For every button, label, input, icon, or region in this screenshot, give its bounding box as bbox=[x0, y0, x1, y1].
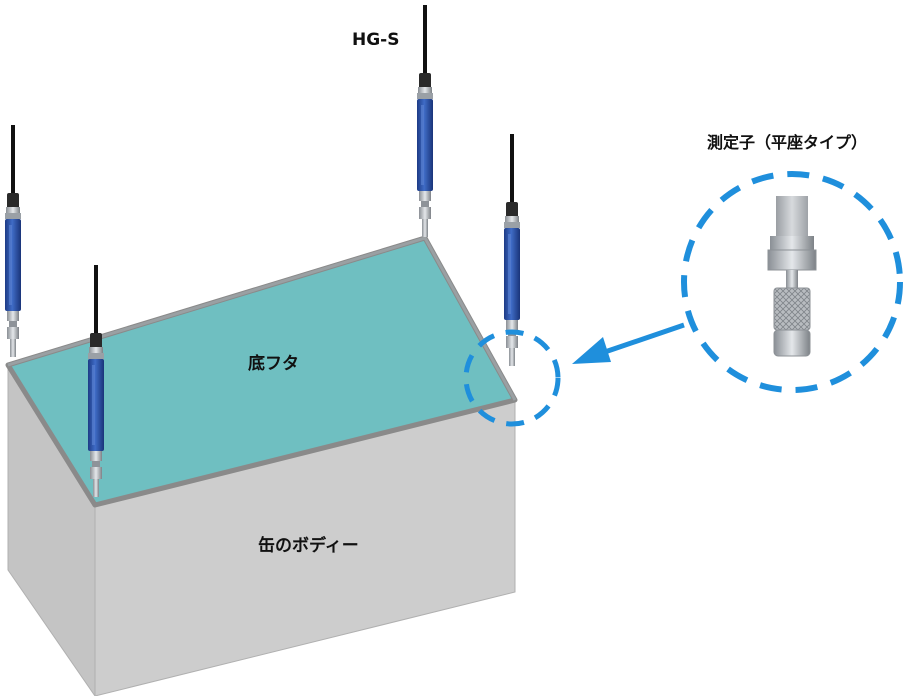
sensor-model-label: HG-S bbox=[352, 30, 399, 50]
sensor-right-back bbox=[417, 5, 433, 237]
arrow-left-icon bbox=[572, 322, 685, 364]
probe-detail bbox=[681, 171, 903, 393]
dashed-circle-icon bbox=[463, 329, 561, 427]
sensor-left-back bbox=[5, 125, 21, 357]
can-body-label: 缶のボディー bbox=[258, 535, 359, 556]
bottom-lid-label: 底フタ bbox=[248, 353, 299, 374]
probe-label: 測定子（平座タイプ） bbox=[707, 133, 867, 152]
